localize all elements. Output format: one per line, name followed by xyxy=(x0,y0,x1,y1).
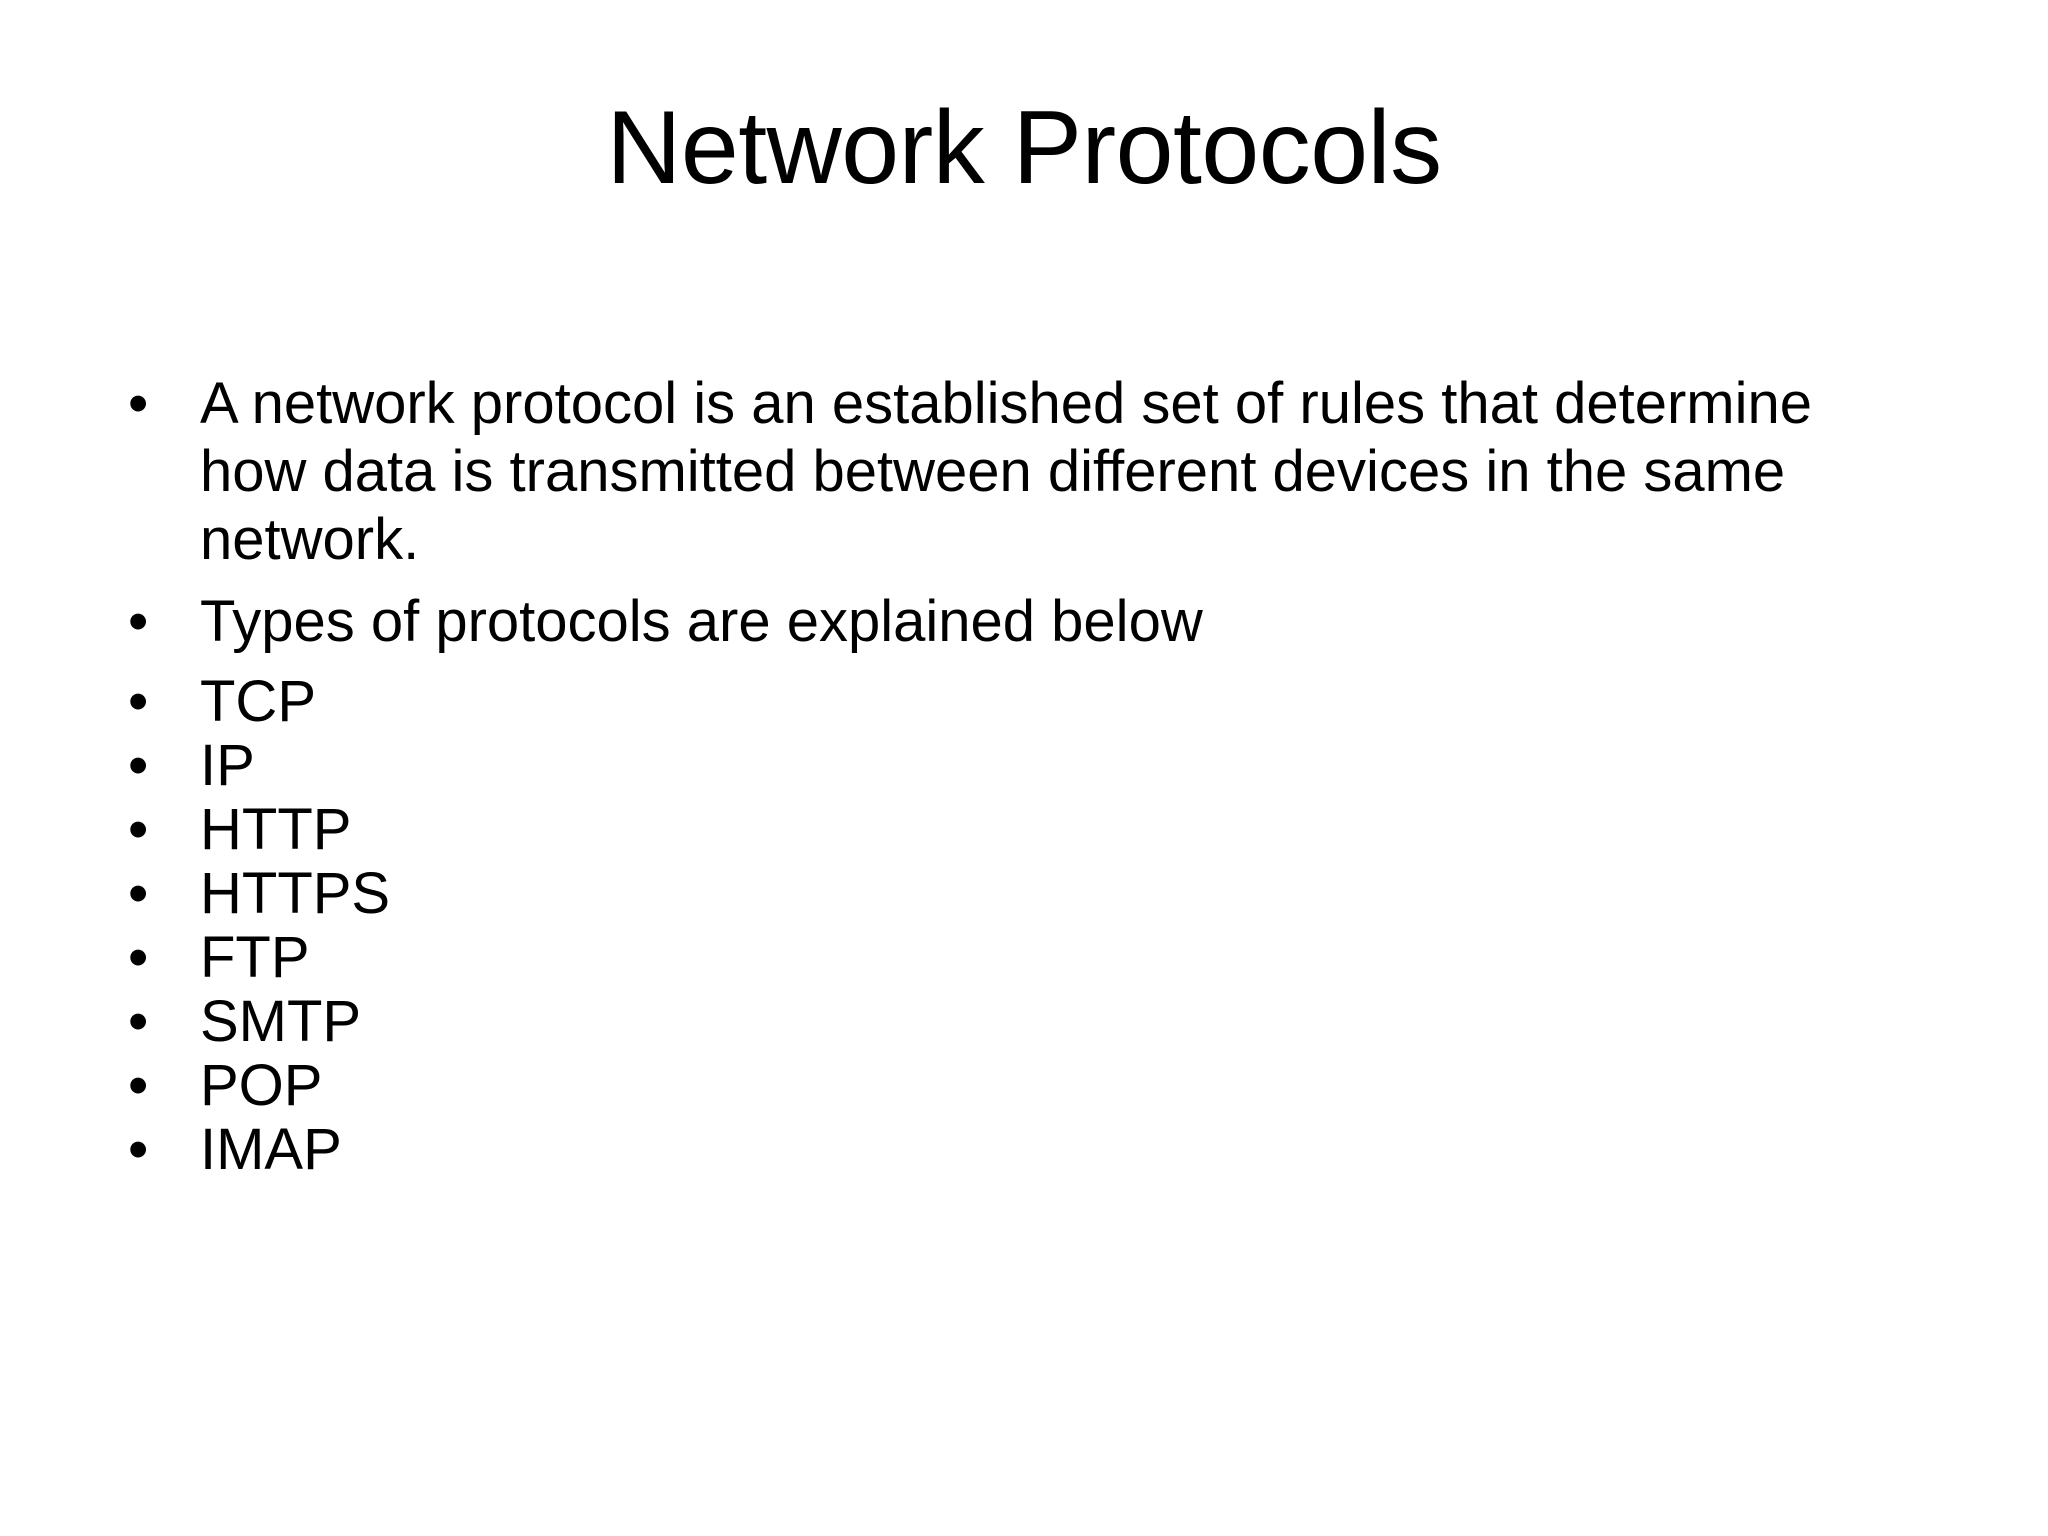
bullet-text-types-intro: Types of protocols are explained below xyxy=(200,589,1203,654)
bullet-point-icon: • xyxy=(128,925,149,990)
protocol-label-smtp: SMTP xyxy=(200,989,362,1054)
bullet-point-icon: • xyxy=(128,669,149,734)
protocol-label-pop: POP xyxy=(200,1053,323,1118)
protocol-label-ftp: FTP xyxy=(200,925,310,990)
list-item-tcp: • TCP xyxy=(120,670,1820,734)
protocol-label-https: HTTPS xyxy=(200,861,391,926)
list-item-ftp: • FTP xyxy=(120,926,1820,990)
list-item: • A network protocol is an established s… xyxy=(120,370,1820,574)
bullet-point-icon: • xyxy=(128,1053,149,1118)
bullet-point-icon: • xyxy=(128,861,149,926)
page-title: Network Protocols xyxy=(606,90,1442,206)
protocol-label-imap: IMAP xyxy=(200,1117,342,1182)
list-item-imap: • IMAP xyxy=(120,1118,1820,1182)
bullet-point-icon: • xyxy=(128,1117,149,1182)
bullet-point-icon: • xyxy=(128,733,149,798)
list-item-https: • HTTPS xyxy=(120,862,1820,926)
list-item-ip: • IP xyxy=(120,734,1820,798)
list-item-smtp: • SMTP xyxy=(120,990,1820,1054)
bullet-text-definition: A network protocol is an established set… xyxy=(200,371,1812,572)
slide-body-content: • A network protocol is an established s… xyxy=(120,370,1820,1182)
protocol-label-tcp: TCP xyxy=(200,669,316,734)
list-item-http: • HTTP xyxy=(120,798,1820,862)
bullet-point-icon: • xyxy=(128,989,149,1054)
bullet-point-icon: • xyxy=(128,589,149,654)
list-item: • Types of protocols are explained below xyxy=(120,588,1820,656)
list-item-pop: • POP xyxy=(120,1054,1820,1118)
protocol-label-ip: IP xyxy=(200,733,255,798)
protocol-label-http: HTTP xyxy=(200,797,352,862)
bullet-point-icon: • xyxy=(128,371,149,436)
bullet-point-icon: • xyxy=(128,797,149,862)
